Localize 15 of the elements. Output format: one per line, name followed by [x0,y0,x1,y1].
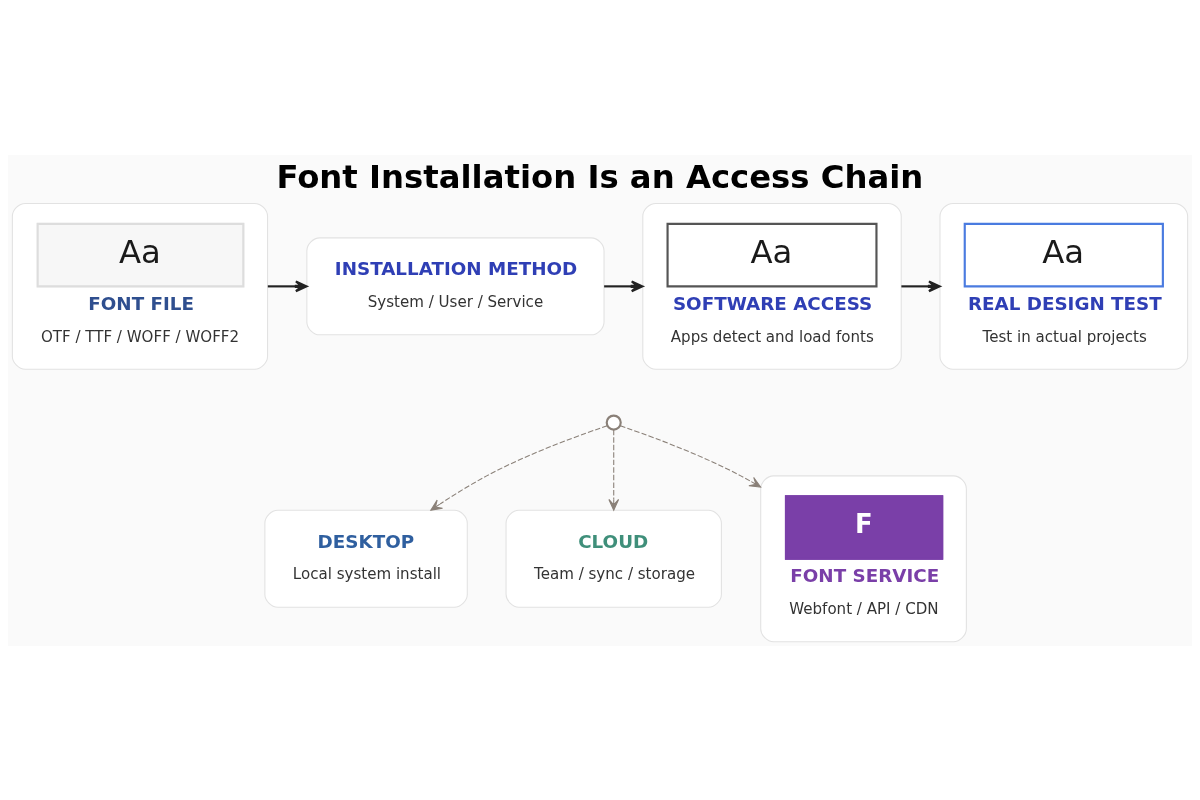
arrow [608,428,620,511]
node-box: Aa SOFTWARE ACCESS Apps detect and load fonts [642,202,902,370]
arrow [604,279,644,292]
node-box: INSTALLATION METHOD System / User / Service [306,236,605,335]
arrow [619,424,762,488]
arrow [901,279,941,292]
node-box: CLOUD Team / sync / storage [505,509,722,608]
node-box: Aa FONT FILE OTF / TTF / WOFF / WOFF2 [11,202,269,370]
node-circle [605,414,622,431]
node-box: Aa REAL DESIGN TEST Test in actual projects [939,202,1189,370]
node-box: F FONT SERVICE Webfont / API / CDN [760,474,967,642]
diagram-title: Font Installation Is an Access Chain [276,157,924,196]
arrow [430,424,608,511]
node-box: DESKTOP Local system install [264,509,468,608]
arrow [267,279,308,292]
